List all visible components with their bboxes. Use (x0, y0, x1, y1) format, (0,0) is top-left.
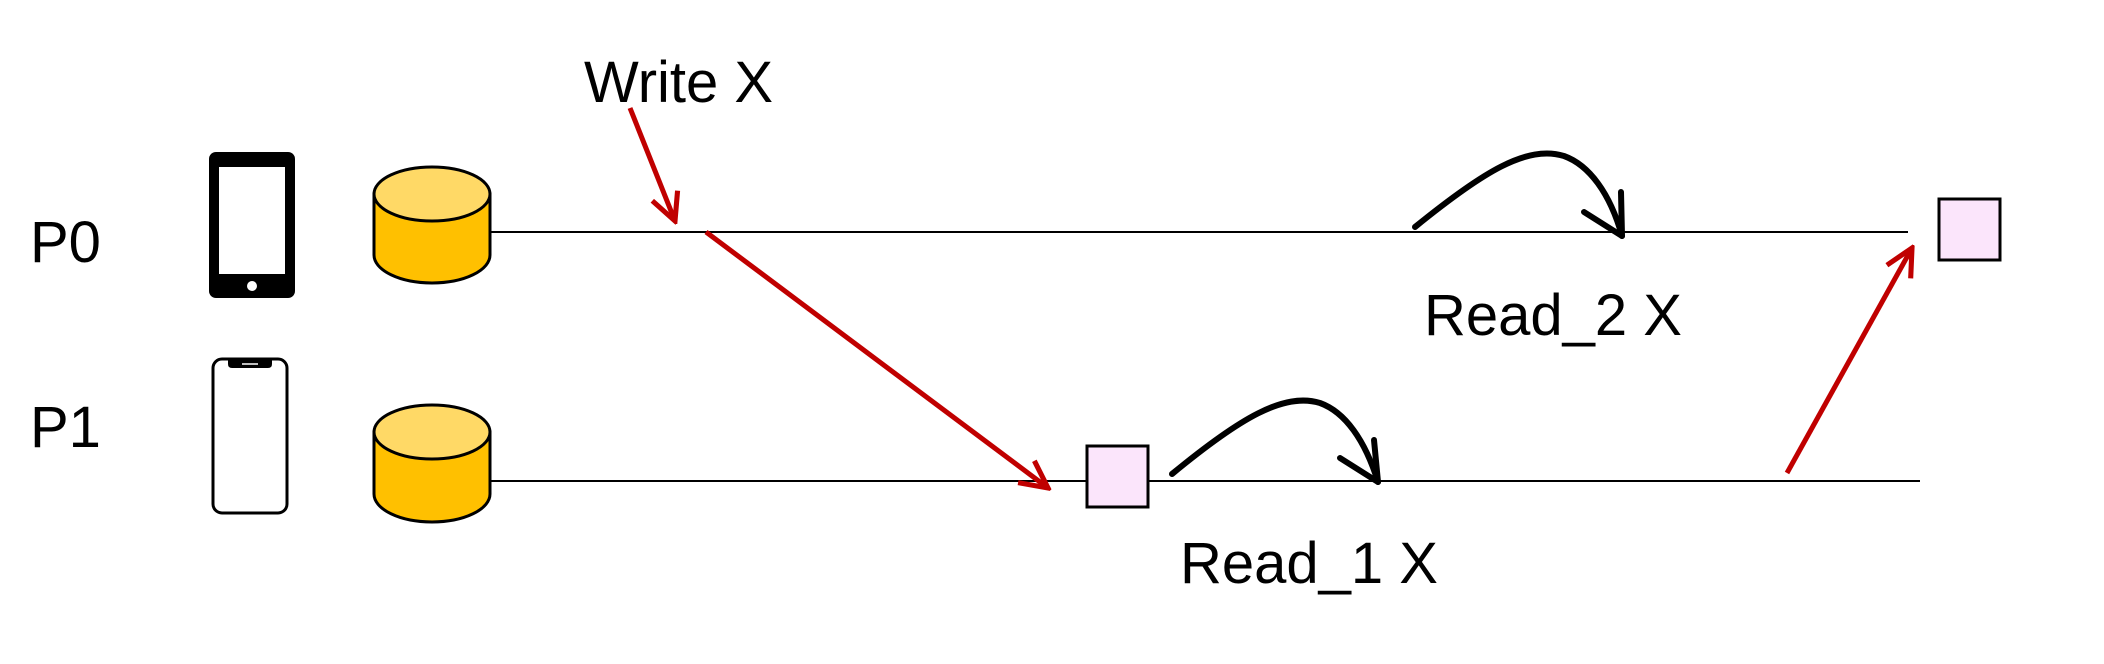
write-arrow (627, 107, 675, 221)
process-label-p1: P1 (30, 395, 101, 460)
phone-icon (211, 357, 289, 515)
event-box-p1 (1085, 444, 1150, 509)
read2-arrow (1412, 150, 1625, 239)
process-label-p0: P0 (30, 210, 101, 275)
read2-label: Read_2 X (1424, 283, 1682, 348)
read1-label: Read_1 X (1180, 531, 1438, 596)
propagation-arrow-p0-to-p1 (704, 229, 1048, 488)
read1-arrow (1169, 397, 1381, 485)
tablet-icon (209, 152, 295, 298)
database-icon (372, 165, 492, 285)
event-box-p0 (1937, 197, 2002, 262)
database-icon (372, 403, 492, 524)
write-label: Write X (584, 50, 773, 115)
propagation-arrow-p1-to-p0 (1784, 248, 1912, 475)
